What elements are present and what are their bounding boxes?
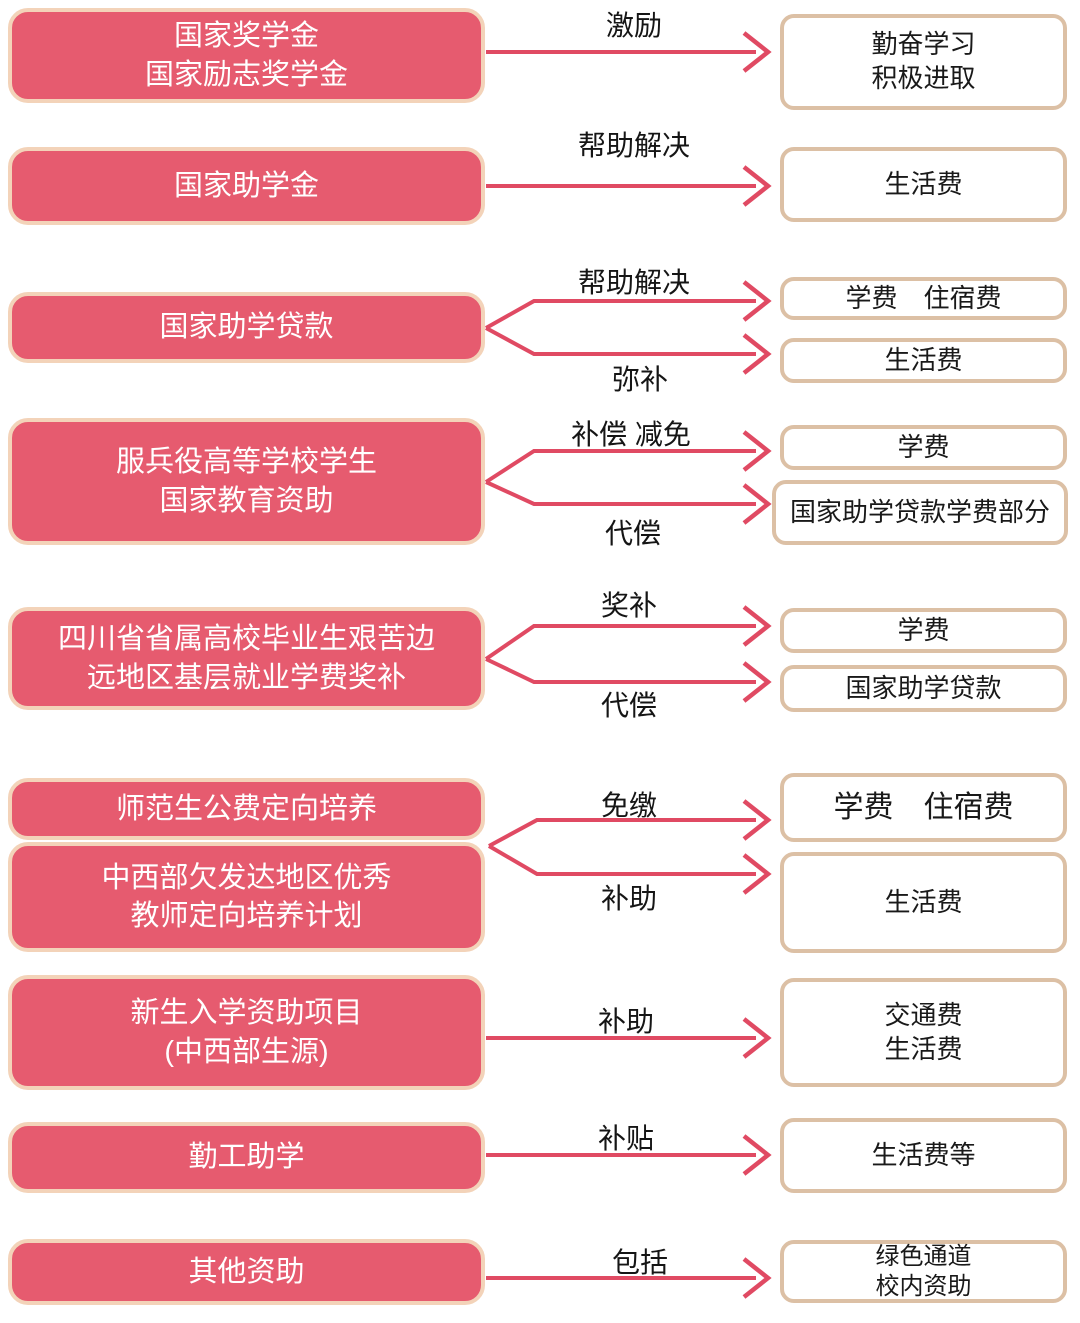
arrow-head [742, 799, 772, 841]
target-box-line: 绿色通道 [875, 1242, 972, 1270]
source-box-line: 其他资助 [188, 1255, 305, 1288]
source-box-line: (中西部生源) [164, 1035, 329, 1068]
source-box-line: 国家励志奖学金 [144, 58, 348, 91]
arrow-label: 帮助解决 [577, 267, 691, 298]
arrow-head [742, 1134, 772, 1176]
arrow-label: 代偿 [604, 518, 662, 549]
target-box-line: 生活费 [884, 168, 963, 199]
source-box-line: 国家奖学金 [173, 20, 319, 53]
arrow-head [742, 1257, 772, 1299]
target-box-green-channel: 绿色通道 校内资助 [780, 1240, 1067, 1303]
target-box-living-expenses-etc: 生活费等 [780, 1118, 1067, 1193]
target-box-loan-tuition-part: 国家助学贷款学费部分 [772, 480, 1068, 545]
target-box-living-expenses: 生活费 [780, 852, 1067, 953]
source-box-work-study: 勤工助学 [8, 1122, 485, 1193]
source-box-line: 新生入学资助项目 [130, 997, 363, 1030]
target-box-line: 学费 [897, 614, 950, 645]
target-box-tuition-accommodation: 学费 住宿费 [780, 773, 1067, 842]
arrow-label: 补助 [600, 883, 658, 914]
arrow-line [485, 299, 756, 330]
source-box-line: 服兵役高等学校学生 [115, 446, 377, 479]
arrow-head [742, 430, 772, 472]
source-box-line: 国家教育资助 [159, 484, 334, 517]
arrow-line [485, 480, 756, 506]
target-box-line: 国家助学贷款学费部分 [789, 496, 1050, 527]
arrow-line [487, 844, 756, 876]
source-box-line: 中西部欠发达地区优秀 [101, 861, 392, 894]
arrow-label: 代偿 [600, 690, 658, 721]
arrow-label: 弥补 [611, 364, 669, 395]
target-box-line: 生活费 [884, 1033, 963, 1064]
target-box-line: 学费 住宿费 [845, 282, 1002, 313]
target-box-line: 学费 [897, 431, 950, 462]
arrow-label: 包括 [611, 1247, 669, 1278]
arrow-head [742, 333, 772, 375]
arrow-line [484, 624, 756, 661]
target-box-line: 勤奋学习 [871, 29, 976, 60]
arrow-head [742, 483, 772, 525]
target-box-line: 校内资助 [875, 1272, 972, 1300]
arrow-line [485, 657, 756, 684]
source-box-national-student-loan: 国家助学贷款 [8, 292, 485, 363]
target-box-line: 生活费 [884, 344, 963, 375]
target-box-tuition: 学费 [780, 608, 1067, 653]
arrow-head [742, 853, 772, 895]
arrow-head [742, 605, 772, 647]
target-box-transport-living: 交通费 生活费 [780, 978, 1067, 1087]
source-box-line: 远地区基层就业学费奖补 [86, 661, 406, 694]
arrow-line [485, 326, 756, 356]
target-box-line: 积极进取 [871, 63, 976, 93]
target-box-diligent-study: 勤奋学习 积极进取 [780, 14, 1067, 110]
source-box-line: 国家助学贷款 [159, 311, 334, 344]
target-box-line: 交通费 [884, 999, 963, 1030]
arrow-label: 补助 [597, 1006, 655, 1037]
target-box-line: 生活费 [884, 886, 963, 917]
target-box-line: 生活费等 [871, 1139, 976, 1170]
arrow-label: 奖补 [600, 590, 658, 621]
source-box-line: 勤工助学 [188, 1141, 305, 1174]
arrow-label: 免缴 [600, 790, 658, 821]
target-box-tuition: 学费 [780, 425, 1067, 470]
arrow-label: 帮助解决 [577, 130, 691, 161]
target-box-national-student-loan: 国家助学贷款 [780, 665, 1067, 712]
source-box-national-scholarship: 国家奖学金 国家励志奖学金 [8, 8, 485, 103]
arrow-label: 补贴 [597, 1123, 655, 1154]
source-box-sichuan-tuition-reward: 四川省省属高校毕业生艰苦边 远地区基层就业学费奖补 [8, 607, 485, 710]
source-box-military-service-aid: 服兵役高等学校学生 国家教育资助 [8, 418, 485, 545]
source-box-national-grant: 国家助学金 [8, 147, 485, 225]
target-box-living-expenses: 生活费 [780, 338, 1067, 383]
source-box-public-funded-teacher: 师范生公费定向培养 [8, 778, 485, 840]
arrow-head [742, 31, 772, 73]
arrow-head [742, 1017, 772, 1059]
target-box-tuition-accommodation: 学费 住宿费 [780, 277, 1067, 320]
source-box-line: 教师定向培养计划 [130, 900, 363, 932]
source-box-other-aid: 其他资助 [8, 1239, 485, 1305]
arrow-head [742, 165, 772, 207]
source-box-line: 国家助学金 [173, 169, 319, 202]
source-box-line: 四川省省属高校毕业生艰苦边 [57, 623, 435, 656]
arrow-label: 激励 [605, 10, 663, 41]
source-box-midwest-teacher-plan: 中西部欠发达地区优秀 教师定向培养计划 [8, 842, 485, 952]
arrow-label: 补偿 减免 [571, 419, 691, 450]
target-box-living-expenses: 生活费 [780, 147, 1067, 222]
arrow-head [742, 661, 772, 703]
source-box-freshman-aid: 新生入学资助项目 (中西部生源) [8, 975, 485, 1090]
arrow-line [484, 449, 756, 484]
source-box-line: 师范生公费定向培养 [115, 792, 377, 825]
arrow-head [742, 280, 772, 322]
target-box-line: 学费 住宿费 [833, 791, 1014, 824]
target-box-line: 国家助学贷款 [845, 672, 1002, 703]
